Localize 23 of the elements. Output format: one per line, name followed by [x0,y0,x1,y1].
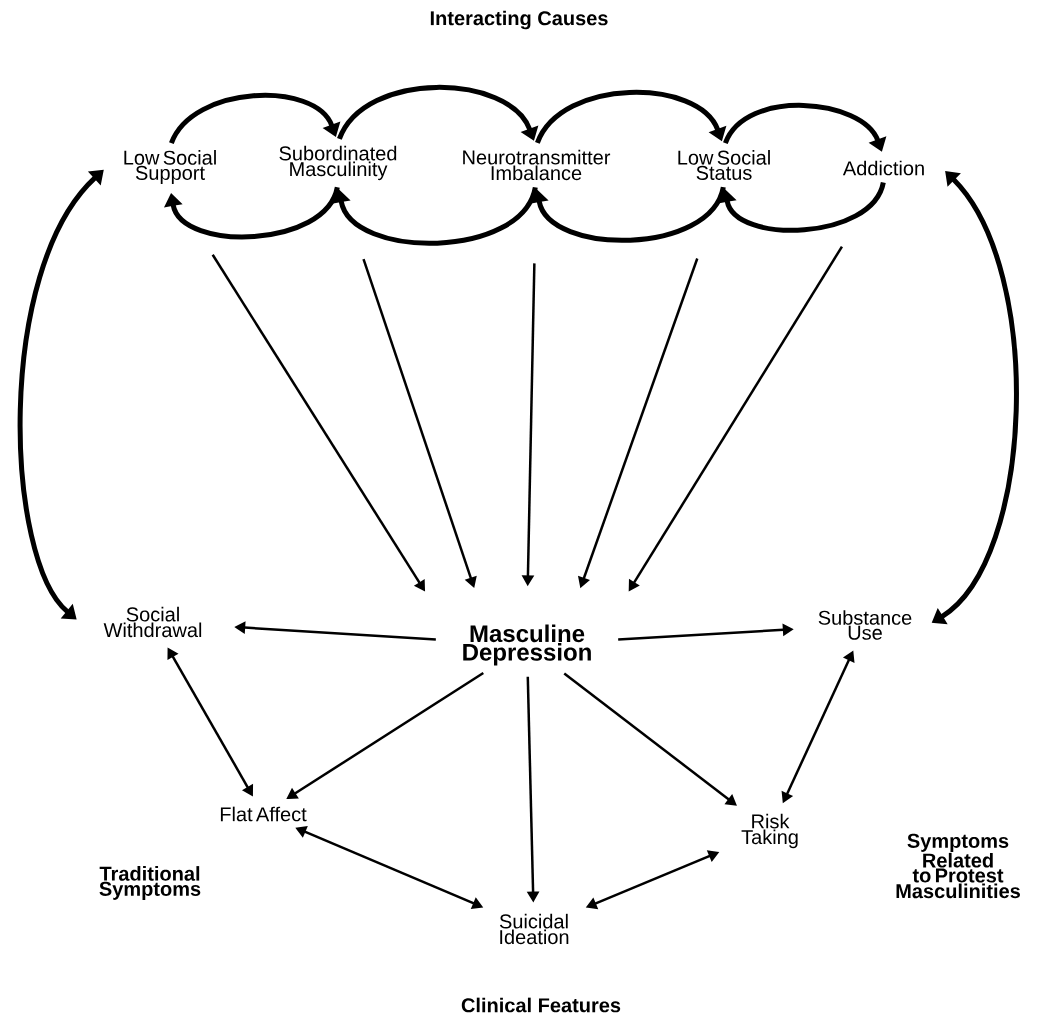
arrow [337,84,539,141]
node-label: Risk Taking [741,813,798,849]
node-label: Subordinated Masculinity [279,145,397,181]
node-label: Masculine Depression [463,624,591,666]
node-label: Social Withdrawal [103,606,202,638]
arrow [164,186,340,240]
node-label: Flat Affect [220,806,307,822]
heading: Interacting Causes [430,10,608,30]
arrow [530,186,726,243]
arrow [169,93,341,145]
caption: Clinical Features [461,997,621,1013]
node-label: Low Social Status [678,150,770,180]
arrow [718,181,886,233]
node-label: Addiction [842,160,924,176]
node-label: Substance Use [818,610,912,640]
node-label: Suicidal Ideation [499,913,569,945]
arrow [332,186,538,246]
node-label: Low Social Support [124,150,216,184]
group-label: Symptoms Related to Protest Masculinities [896,833,1020,899]
arrow [563,672,737,806]
node-label: Neurotransmitter Imbalance [463,149,611,181]
arrow [535,90,727,145]
group-label: Traditional Symptoms [99,866,201,900]
